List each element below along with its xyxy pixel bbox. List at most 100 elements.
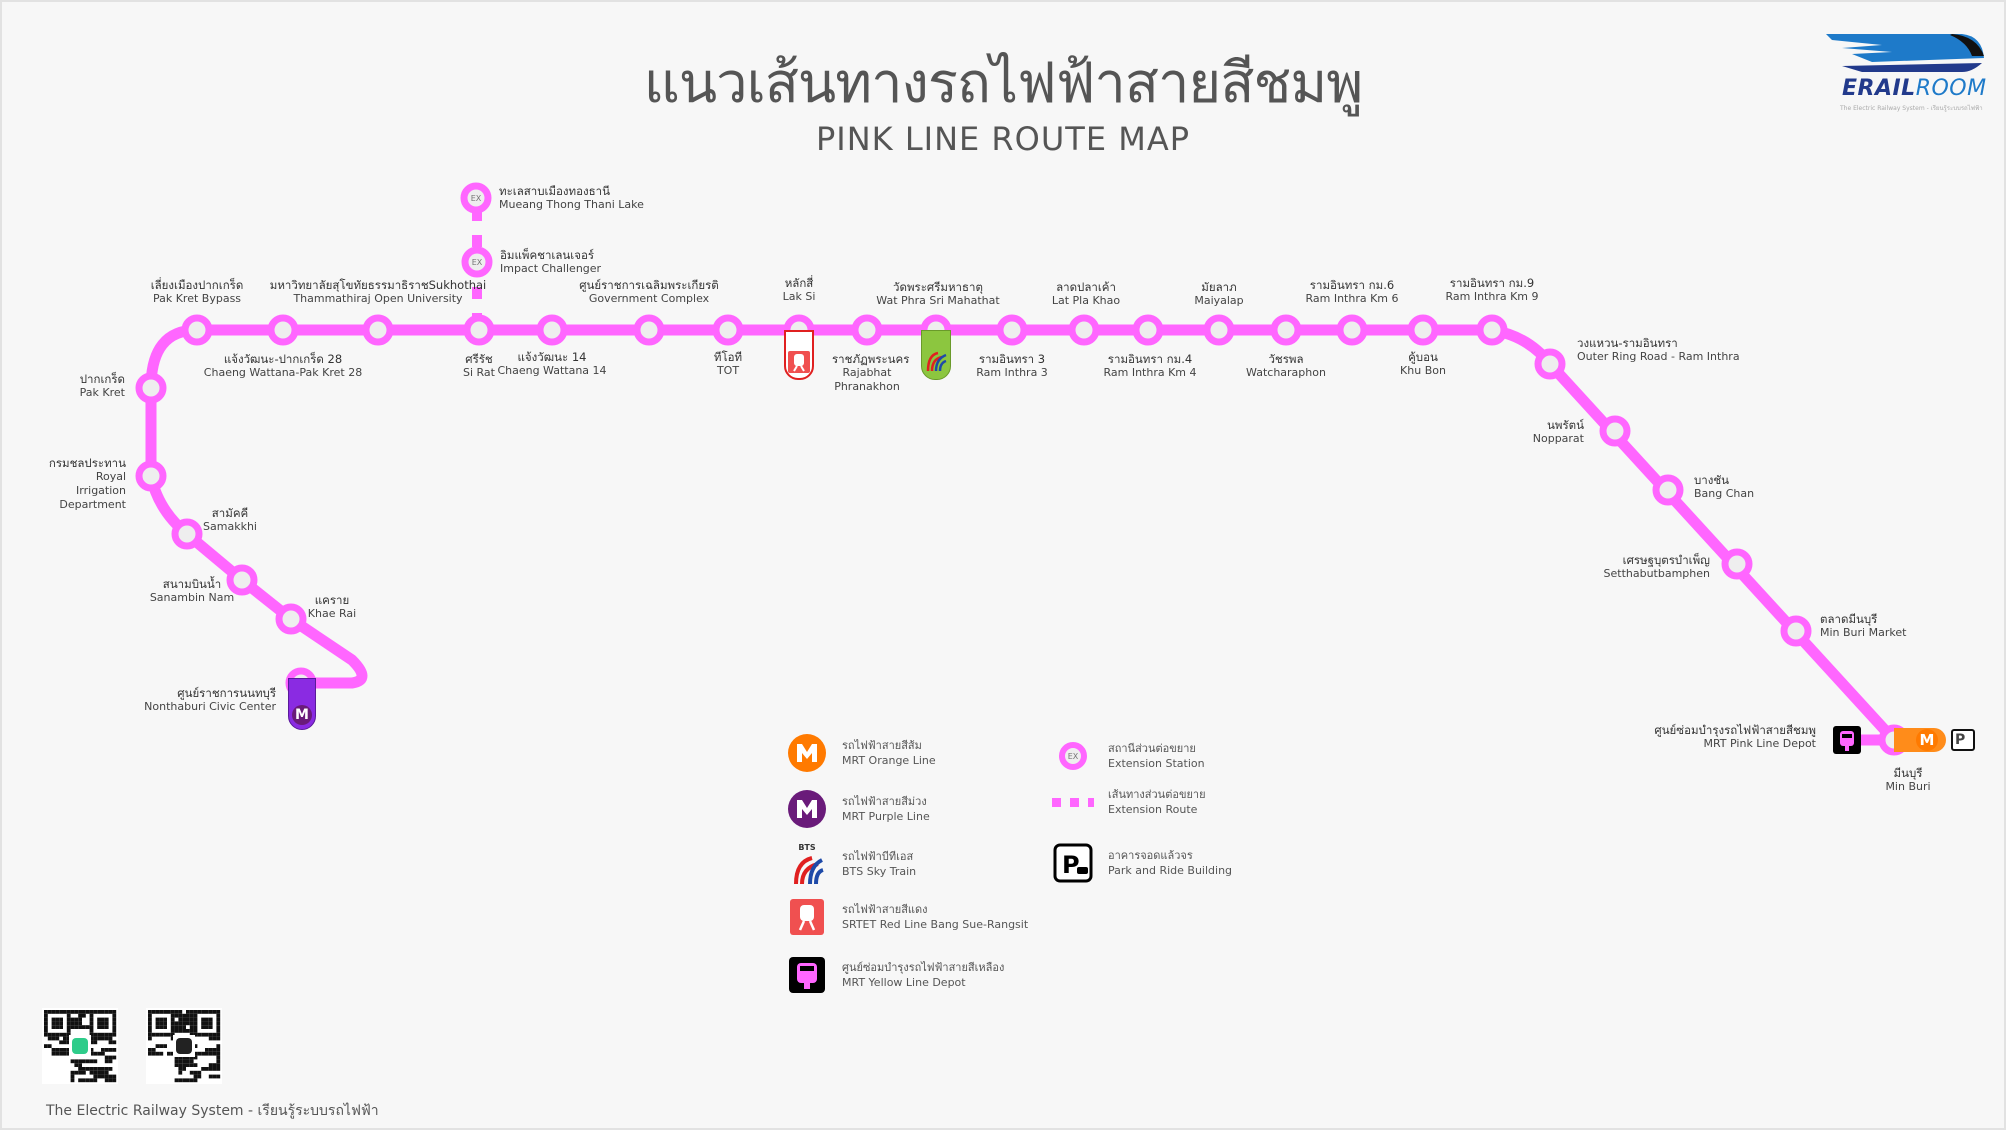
station-name-english: Khae Rai (307, 607, 357, 620)
footer-text: The Electric Railway System - เรียนรู้ระ… (46, 1103, 379, 1119)
station-name-english: Maiyalap (1194, 294, 1244, 307)
station-label[interactable]: ตลาดมีนบุรีMin Buri Market (1820, 612, 1906, 640)
station-name-english: Samakkhi (203, 520, 257, 533)
station-name-thai: กรมชลประทาน (48, 456, 126, 470)
station-label[interactable]: ทีโอทีTOT (714, 350, 742, 378)
station-marker[interactable] (226, 564, 258, 596)
station-name-thai: อิมแพ็คชาเลนเจอร์ (500, 248, 595, 262)
line-qr-code[interactable] (42, 1008, 118, 1084)
station-marker[interactable] (1534, 348, 1566, 380)
station-name-english: Sanambin Nam (149, 591, 235, 604)
station-marker[interactable] (171, 518, 203, 550)
station-label[interactable]: วัดพระศรีมหาธาตุWat Phra Sri Mahathat (876, 280, 999, 308)
red-line-interchange-badge (784, 330, 814, 380)
station-name-thai: รามอินทรา กม.6 (1309, 278, 1395, 292)
station-marker[interactable] (267, 314, 299, 346)
station-marker[interactable] (135, 372, 167, 404)
station-marker[interactable] (181, 314, 213, 346)
station-name-english: Ram Inthra Km 4 (1103, 366, 1197, 379)
station-label[interactable]: หลักสี่Lak Si (783, 276, 816, 304)
station-marker[interactable] (712, 314, 744, 346)
station-name-english: Pak Kret Bypass (152, 292, 242, 305)
station-label[interactable]: มีนบุรีMin Buri (1885, 766, 1930, 794)
station-marker[interactable] (1599, 415, 1631, 447)
station-name-thai: ศูนย์ราชการนนทบุรี (177, 686, 276, 700)
station-marker[interactable] (135, 460, 167, 492)
station-marker[interactable] (1270, 314, 1302, 346)
station-marker[interactable] (1780, 615, 1812, 647)
extension-station-label[interactable]: ทะเลสาบเมืองทองธานีMueang Thong Thani La… (499, 184, 644, 212)
orange-line-interchange-badge: M (1894, 728, 1946, 752)
station-marker[interactable] (1132, 314, 1164, 346)
station-label[interactable]: นพรัตน์Nopparat (1533, 418, 1584, 446)
station-name-english: Watcharaphon (1246, 366, 1326, 379)
station-marker[interactable] (463, 314, 495, 346)
station-marker[interactable] (536, 314, 568, 346)
station-name-thai: แจ้งวัฒนะ-ปากเกร็ด 28 (223, 352, 343, 366)
station-name-english: Setthabutbamphen (1603, 567, 1711, 580)
station-name-thai: ทีโอที (713, 350, 743, 364)
station-name-english: Pak Kret (79, 386, 125, 399)
station-name-english: Ram Inthra 3 (976, 366, 1048, 379)
station-marker[interactable] (1203, 314, 1235, 346)
station-marker[interactable] (275, 603, 307, 635)
extension-station-label[interactable]: อิมแพ็คชาเลนเจอร์Impact Challenger (500, 248, 601, 276)
station-marker[interactable] (633, 314, 665, 346)
station-name-english: Lat Pla Khao (1051, 294, 1121, 307)
bts-icon: BTS (786, 843, 828, 885)
station-marker[interactable] (1336, 314, 1368, 346)
extension-station-marker[interactable] (460, 182, 492, 214)
red-line-train-icon (786, 896, 828, 938)
station-marker[interactable] (1068, 314, 1100, 346)
station-name-thai: แคราย (314, 593, 350, 607)
extension-station-marker[interactable] (461, 246, 493, 278)
page-title-english: PINK LINE ROUTE MAP (816, 120, 1190, 158)
station-label[interactable]: ศูนย์ราชการนนทบุรีNonthaburi Civic Cente… (144, 686, 276, 714)
extension-station-icon: EX (1052, 735, 1094, 777)
facebook-qr-code[interactable] (146, 1008, 222, 1084)
station-marker[interactable] (1407, 314, 1439, 346)
station-name-english: Impact Challenger (500, 262, 602, 275)
station-marker[interactable] (851, 314, 883, 346)
station-label[interactable]: ศูนย์ราชการเฉลิมพระเกียรติGovernment Com… (579, 278, 719, 306)
station-name-thai: บางชัน (1694, 473, 1730, 487)
station-name-thai: นพรัตน์ (1547, 418, 1584, 432)
station-marker[interactable] (1476, 314, 1508, 346)
station-name-thai: สามัคคี (211, 506, 249, 520)
erailroom-logo[interactable]: ERAILROOM The Electric Railway System - … (1822, 30, 1987, 120)
station-label[interactable]: สามัคคีSamakkhi (203, 506, 257, 534)
station-name-thai: ศรีรัช (465, 352, 493, 366)
bts-icon (926, 351, 947, 372)
station-name-english: Si Rat (463, 366, 495, 379)
station-marker[interactable] (996, 314, 1028, 346)
station-name-english: Chaeng Wattana 14 (497, 364, 607, 377)
station-name-english: Royal Irrigation Department (59, 470, 126, 511)
station-name-english: Khu Bon (1400, 364, 1446, 377)
station-marker[interactable] (1721, 548, 1753, 580)
station-marker[interactable] (362, 314, 394, 346)
station-marker[interactable] (1652, 474, 1684, 506)
